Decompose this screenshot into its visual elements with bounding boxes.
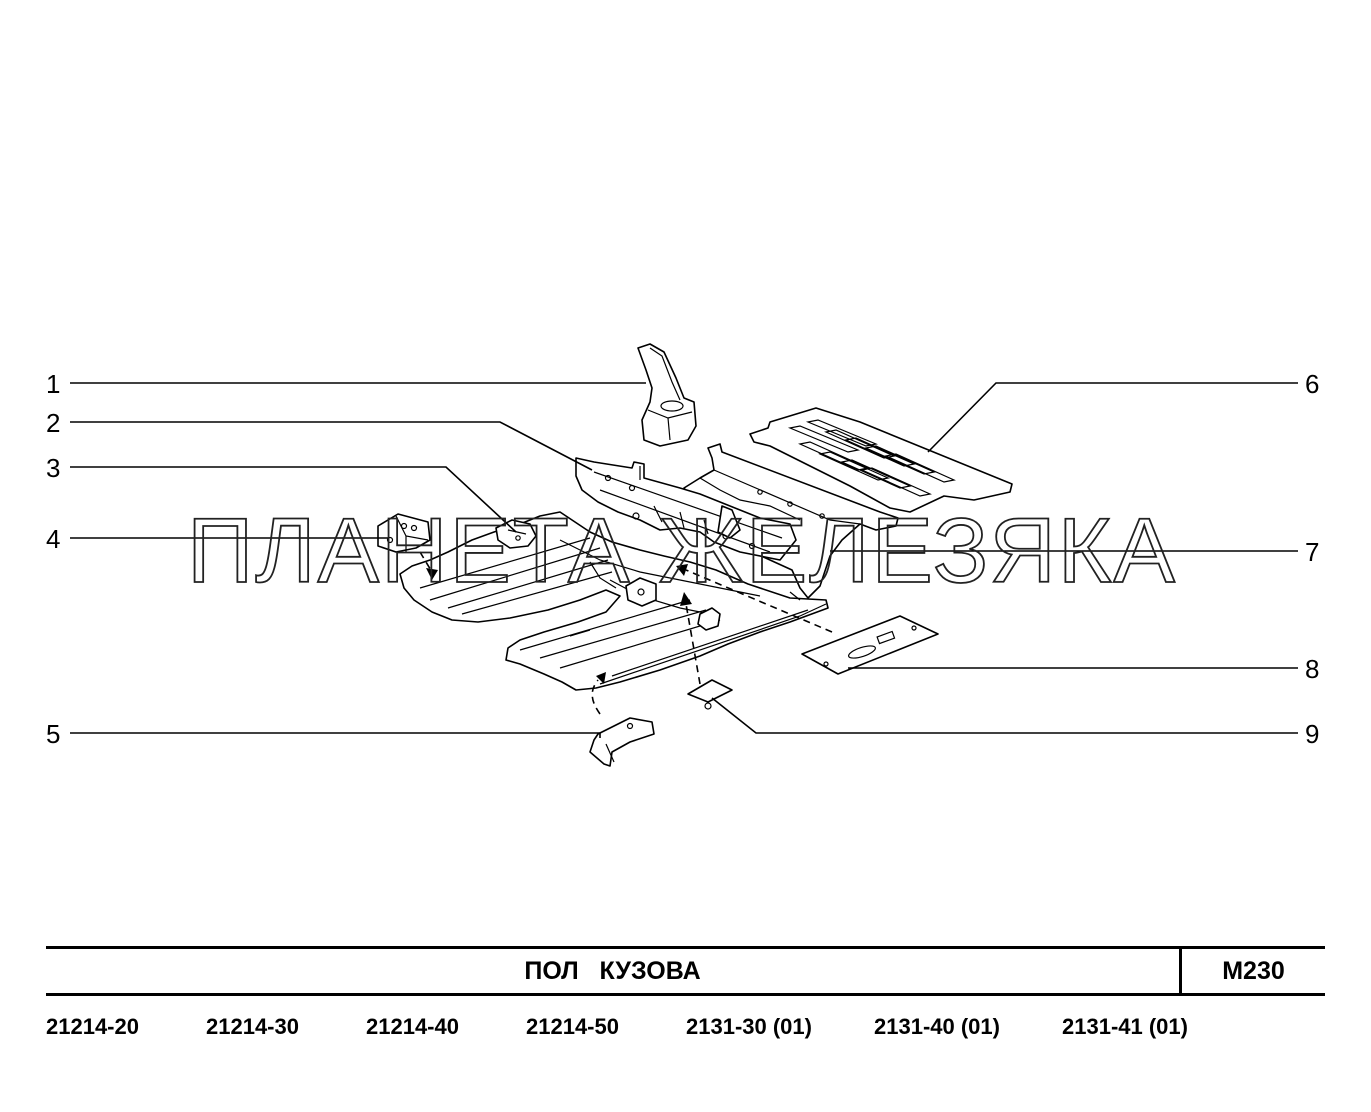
part-5-jack-bracket [589, 717, 655, 767]
model-list: 21214-20 21214-30 21214-40 21214-50 2131… [46, 1014, 1325, 1044]
title-cell: ПОЛ КУЗОВА [46, 949, 1182, 993]
title-block: ПОЛ КУЗОВА М230 [46, 946, 1325, 996]
part-7-cross-member [683, 443, 899, 599]
model-code: 21214-50 [526, 1014, 619, 1039]
floor-assembly-diagram: 1 2 3 4 5 6 7 8 9 ПЛАНЕТА ЖЕЛЕЗЯКА [46, 343, 1319, 767]
part-9-small-plate [687, 679, 733, 710]
watermark-text: ПЛАНЕТА ЖЕЛЕЗЯКА [187, 500, 1177, 602]
main-floor-panel [399, 505, 829, 691]
assembly-arrows [419, 551, 833, 715]
diagram-title: ПОЛ КУЗОВА [524, 956, 701, 985]
callout-1: 1 [46, 369, 60, 399]
leader-lines [70, 382, 1298, 738]
callout-5: 5 [46, 719, 60, 749]
callout-numbers: 1 2 3 4 5 6 7 8 9 [46, 369, 1319, 749]
part-6-rear-panel [749, 407, 1013, 513]
part-4-support-bracket [377, 513, 431, 553]
part-1-bracket [637, 343, 697, 447]
model-code: 21214-20 [46, 1014, 139, 1039]
callout-3: 3 [46, 453, 60, 483]
model-code: 2131-40 (01) [874, 1014, 1000, 1039]
model-code: 21214-40 [366, 1014, 459, 1039]
model-code: 2131-41 (01) [1062, 1014, 1188, 1039]
callout-6: 6 [1305, 369, 1319, 399]
diagram-code: М230 [1222, 956, 1285, 985]
callout-9: 9 [1305, 719, 1319, 749]
callout-4: 4 [46, 524, 60, 554]
code-cell: М230 [1182, 949, 1325, 993]
callout-7: 7 [1305, 537, 1319, 567]
model-code: 2131-30 (01) [686, 1014, 812, 1039]
part-3-side-bracket [495, 519, 537, 549]
callout-8: 8 [1305, 654, 1319, 684]
part-2-seat-beam [575, 457, 797, 561]
part-8-floor-plate [801, 615, 939, 675]
model-code: 21214-30 [206, 1014, 299, 1039]
callout-2: 2 [46, 408, 60, 438]
